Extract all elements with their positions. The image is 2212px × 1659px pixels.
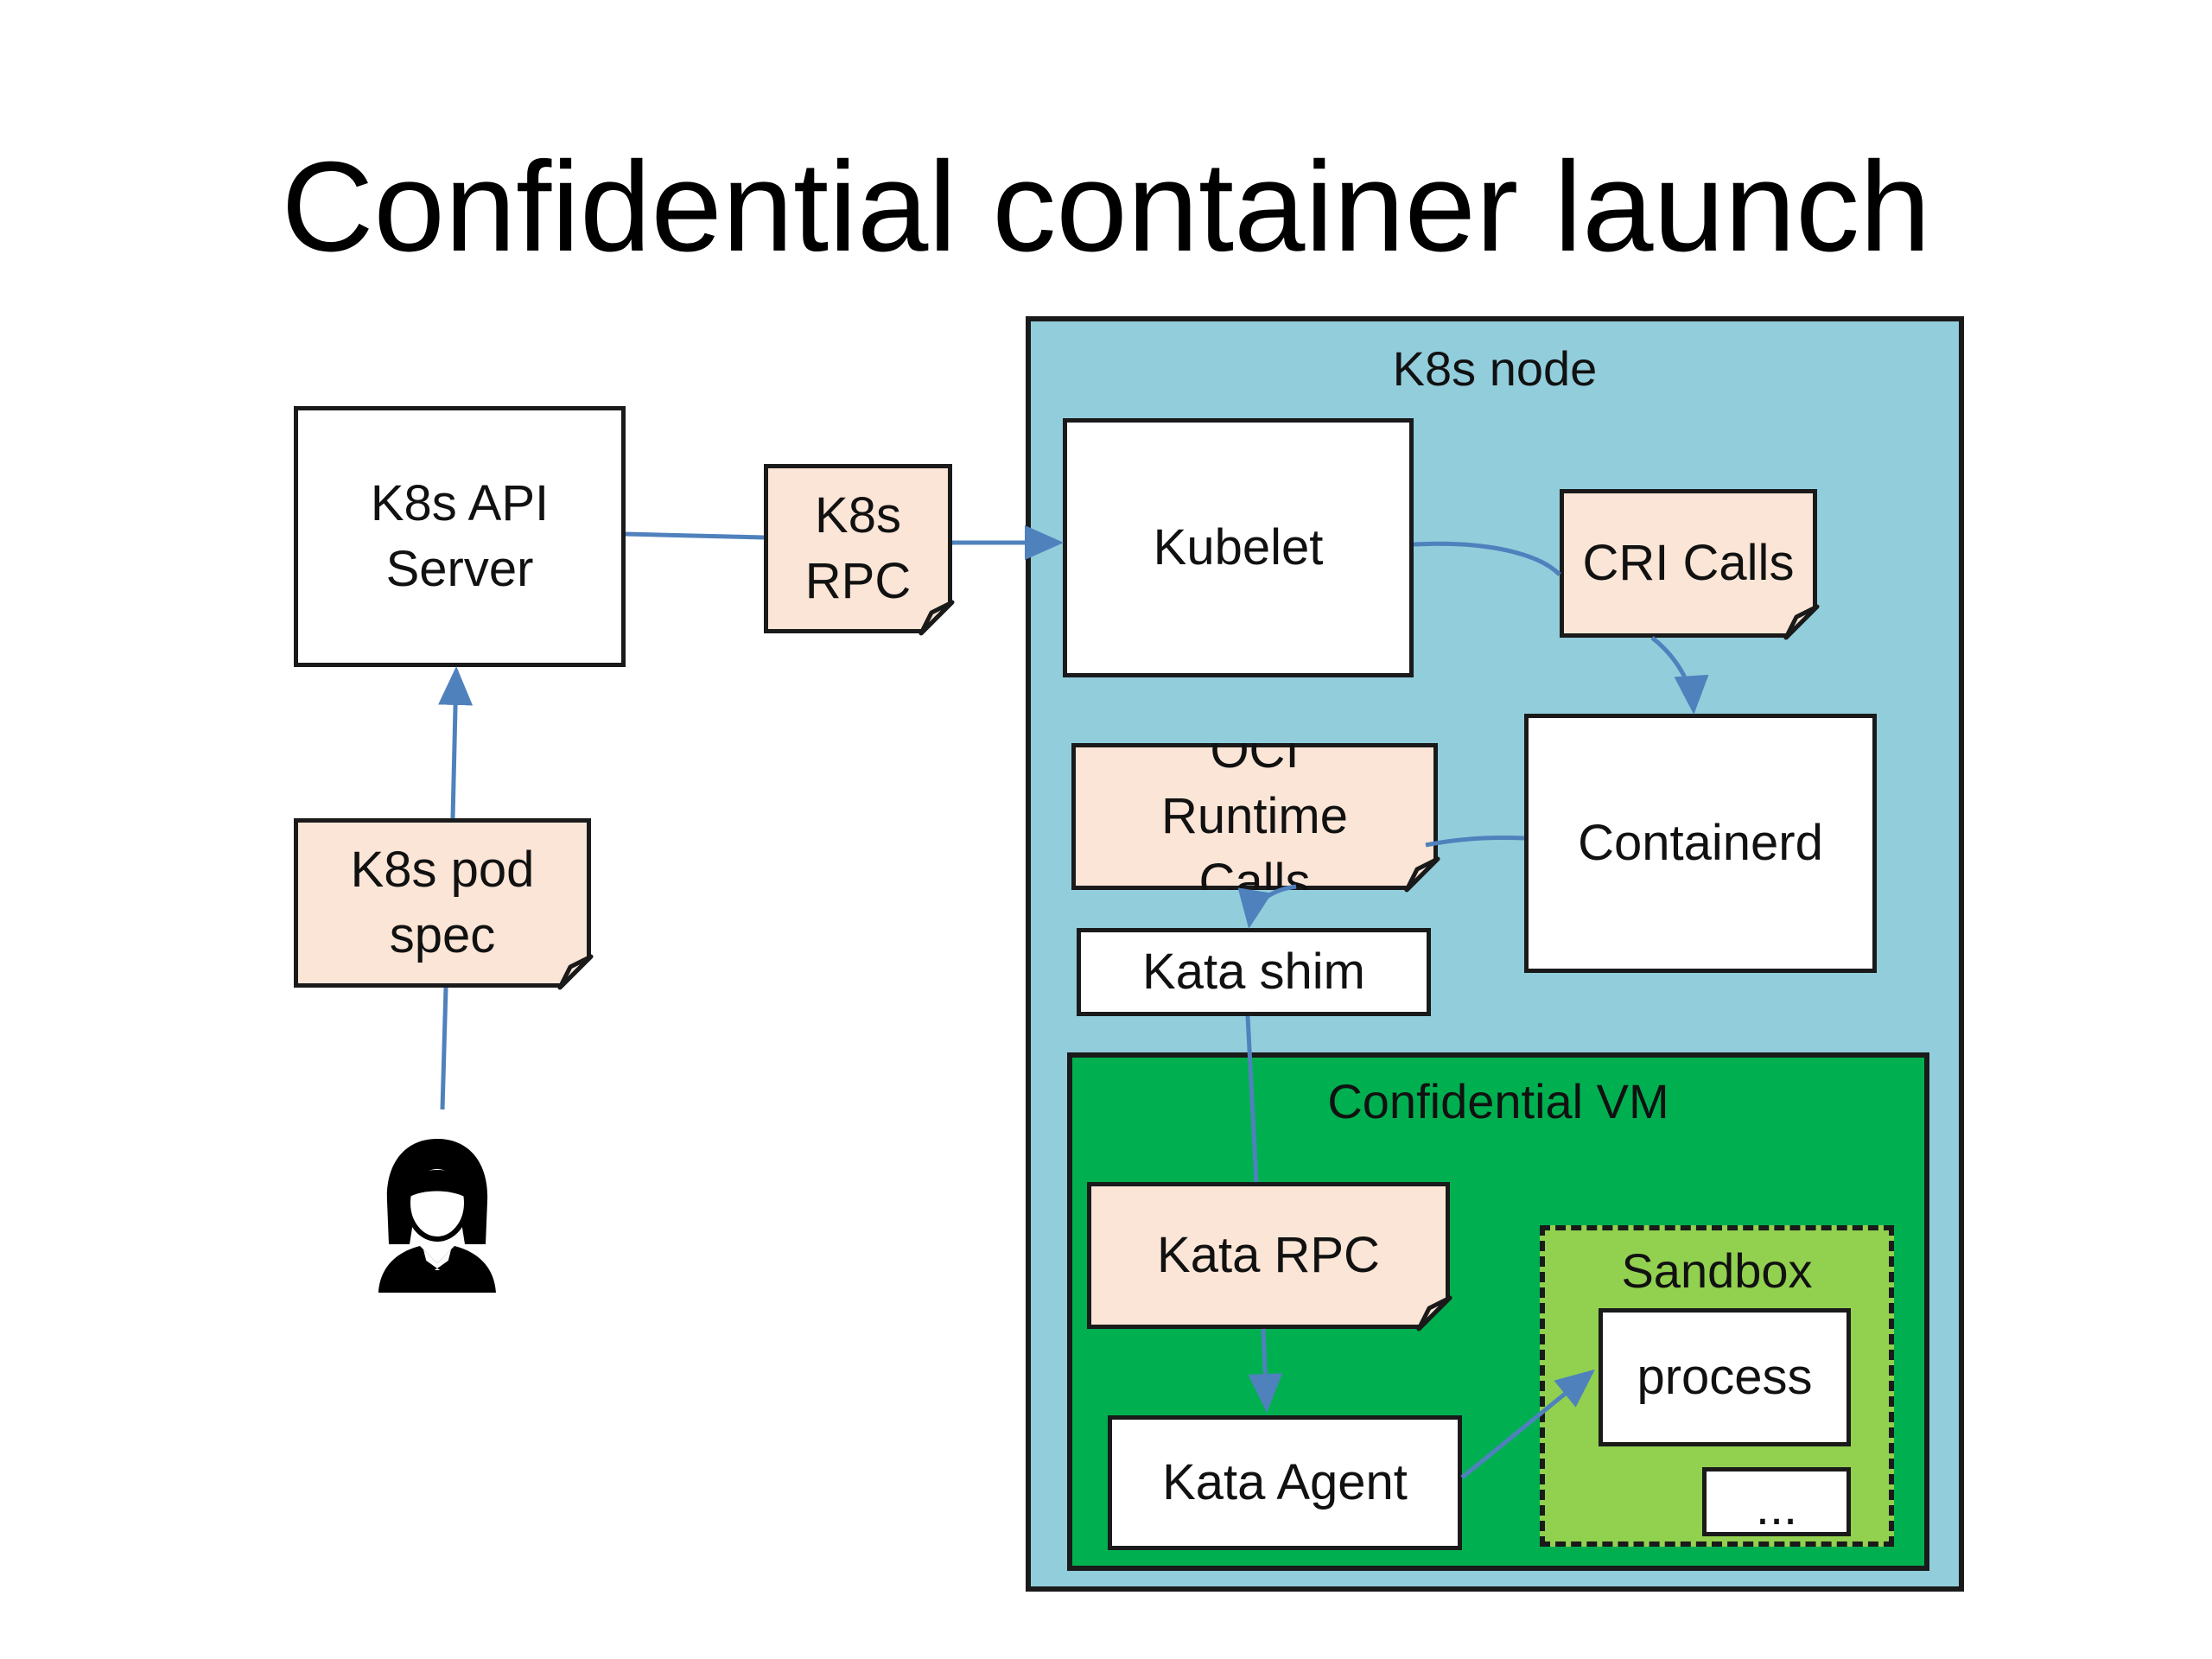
arrow-podspec-apiserver: [438, 666, 474, 819]
kata-shim-label: Kata shim: [1142, 944, 1365, 1000]
ellipsis-box[interactable]: ...: [1702, 1467, 1851, 1536]
containerd-box[interactable]: Containerd: [1524, 714, 1877, 973]
cri-calls-label: CRI Calls: [1582, 535, 1795, 591]
k8s-pod-spec-label: K8s pod spec: [350, 842, 535, 963]
k8s-api-server-label: K8s API Server: [370, 475, 550, 597]
ellipsis-label: ...: [1755, 1479, 1798, 1535]
kubelet-box[interactable]: Kubelet: [1063, 418, 1414, 677]
k8s-rpc-label: K8s RPC: [804, 487, 912, 609]
kata-shim-box[interactable]: Kata shim: [1077, 928, 1431, 1016]
kata-agent-label: Kata Agent: [1162, 1454, 1408, 1510]
kata-rpc-note[interactable]: Kata RPC: [1087, 1182, 1450, 1329]
confidential-vm-label: Confidential VM: [1327, 1074, 1669, 1128]
user-icon: [378, 1139, 496, 1293]
cri-calls-note[interactable]: CRI Calls: [1560, 489, 1817, 638]
oci-runtime-calls-label: OCI Runtime Calls: [1161, 722, 1348, 910]
kubelet-label: Kubelet: [1153, 519, 1324, 575]
containerd-label: Containerd: [1578, 815, 1823, 871]
kata-agent-box[interactable]: Kata Agent: [1108, 1415, 1462, 1550]
process-label: process: [1637, 1349, 1813, 1405]
k8s-node-label: K8s node: [1392, 341, 1598, 396]
k8s-pod-spec-note[interactable]: K8s pod spec: [294, 818, 591, 988]
k8s-rpc-note[interactable]: K8s RPC: [764, 464, 952, 633]
kata-rpc-label: Kata RPC: [1157, 1227, 1380, 1283]
connector-apiserver-rpc: [625, 531, 765, 540]
k8s-api-server-box[interactable]: K8s API Server: [294, 406, 626, 667]
sandbox-label: Sandbox: [1621, 1243, 1813, 1298]
connector-user-podspec: [440, 987, 448, 1110]
process-box[interactable]: process: [1599, 1308, 1851, 1446]
page-title: Confidential container launch: [281, 136, 1931, 278]
oci-runtime-calls-note[interactable]: OCI Runtime Calls: [1071, 743, 1438, 890]
